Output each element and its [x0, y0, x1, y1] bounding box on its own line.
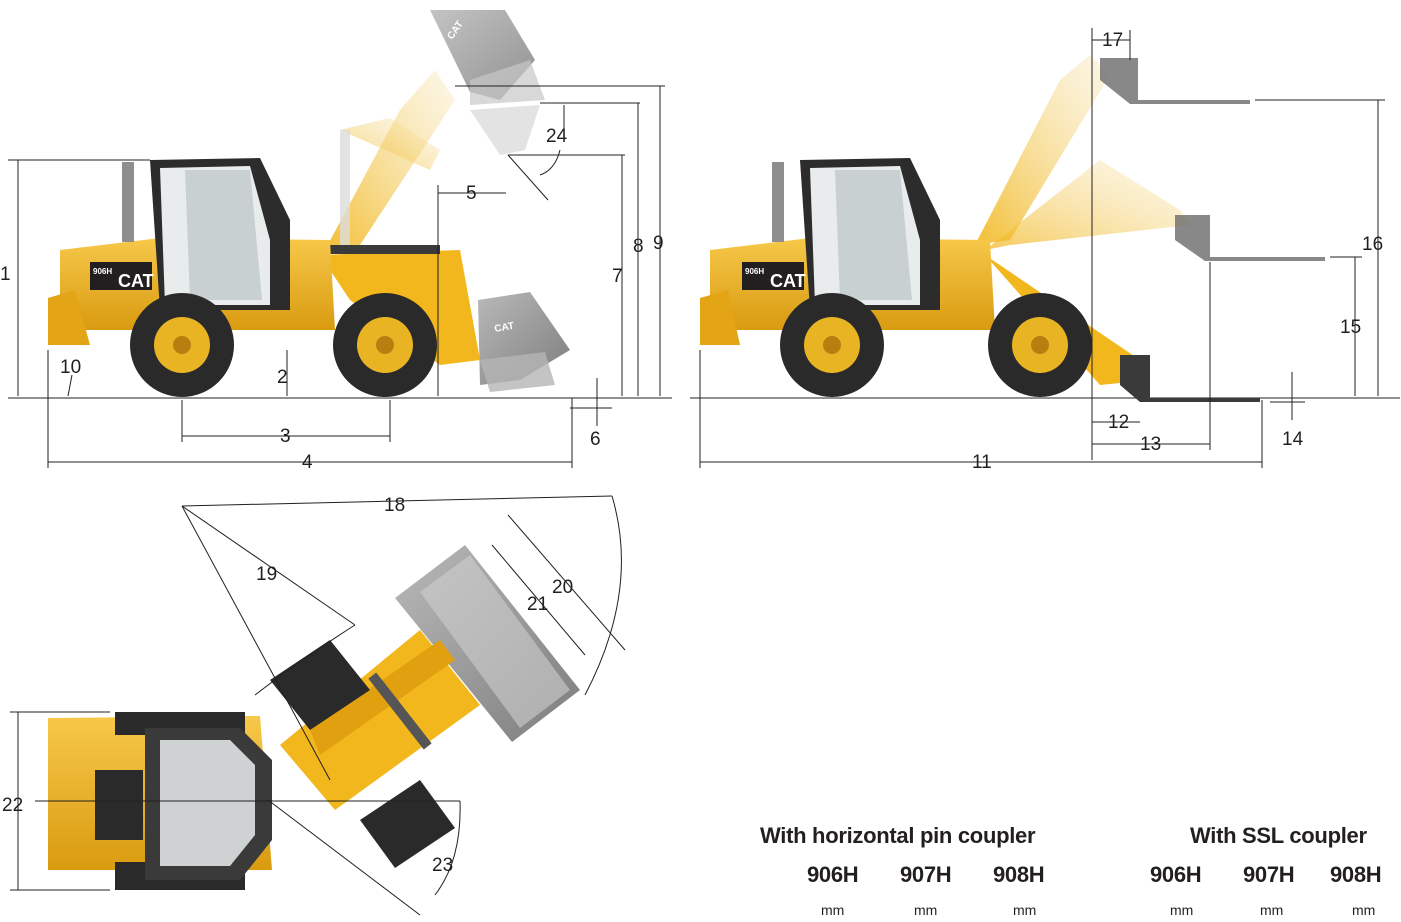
model-col-906h: 906H: [807, 862, 859, 887]
dim-label-24: 24: [546, 126, 568, 147]
model-col-907h: 907H: [900, 862, 952, 887]
dim-label-5: 5: [466, 183, 477, 204]
model-col-908h: 908H: [993, 862, 1045, 887]
dim-label-21: 21: [527, 594, 548, 615]
dim-label-1: 1: [0, 264, 11, 285]
dim-label-8: 8: [633, 236, 644, 257]
lowered-bucket: CAT: [478, 292, 570, 392]
dim-label-6: 6: [590, 429, 601, 450]
dim-label-13: 13: [1140, 434, 1161, 455]
unit-label: mm: [914, 902, 938, 918]
model-col-907h: 907H: [1243, 862, 1295, 887]
dim-label-2: 2: [277, 367, 288, 388]
table-group-title-pin: With horizontal pin coupler: [760, 823, 1036, 848]
dim-label-7: 7: [612, 266, 623, 287]
dim-label-17: 17: [1102, 30, 1123, 51]
brand-badge: CAT: [118, 271, 154, 291]
model-badge: 906H: [93, 267, 112, 276]
unit-label: mm: [1260, 902, 1284, 918]
model-badge: 906H: [745, 267, 764, 276]
model-col-908h: 908H: [1330, 862, 1382, 887]
front-wheel: [333, 293, 437, 397]
dim-label-9: 9: [653, 233, 664, 254]
dim-label-23: 23: [432, 855, 453, 876]
side-view-forks: 906H CAT 17 12 13 14 15 16 11: [690, 28, 1400, 473]
brand-badge: CAT: [770, 271, 806, 291]
dim-label-15: 15: [1340, 317, 1361, 338]
dim-label-18: 18: [384, 495, 405, 516]
dim-label-3: 3: [280, 426, 291, 447]
bucket-logo: CAT: [494, 321, 515, 335]
dim-label-19: 19: [256, 564, 277, 585]
dim-label-11: 11: [972, 452, 992, 473]
unit-label: mm: [1170, 902, 1194, 918]
raised-bucket: CAT: [430, 10, 545, 155]
rear-wheel: [130, 293, 234, 397]
dim-label-22: 22: [2, 795, 23, 816]
model-col-906h: 906H: [1150, 862, 1202, 887]
side-view-bucket: CAT CAT 906H CAT: [0, 10, 672, 473]
dim-label-16: 16: [1362, 234, 1383, 255]
unit-label: mm: [1352, 902, 1376, 918]
top-view: 22 23 18 19 20 21: [2, 495, 626, 916]
unit-label: mm: [1013, 902, 1037, 918]
dim-label-12: 12: [1108, 412, 1129, 433]
dim-label-4: 4: [302, 452, 313, 473]
dim-label-10: 10: [60, 357, 81, 378]
rear-wheel: [780, 293, 884, 397]
front-wheel: [988, 293, 1092, 397]
unit-label: mm: [821, 902, 845, 918]
dim-label-20: 20: [552, 577, 573, 598]
dim-label-14: 14: [1282, 429, 1304, 450]
table-group-title-ssl: With SSL coupler: [1190, 823, 1367, 848]
